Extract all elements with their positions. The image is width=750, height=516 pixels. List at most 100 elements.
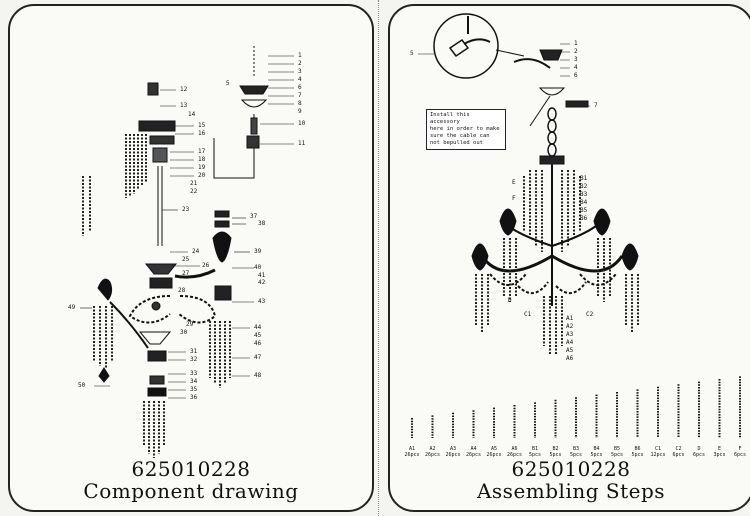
callout-a5: A5 [566, 347, 574, 354]
callout-d: D [508, 297, 512, 304]
part-code: A5 [490, 446, 498, 452]
part-quantity: 5pcs [631, 452, 644, 458]
part-code: B6 [634, 446, 641, 452]
model-code: 625010228 [511, 457, 631, 481]
callout-36: 36 [190, 394, 198, 401]
callout-31: 31 [190, 348, 198, 355]
callout-41: 41 [258, 272, 266, 279]
callout-b6: B6 [580, 215, 588, 222]
callout-24: 24 [192, 248, 200, 255]
part-quantity: 6pcs [733, 452, 747, 458]
callout-47: 47 [254, 354, 262, 361]
callout-4: 4 [298, 76, 302, 83]
part-code: A6 [511, 446, 518, 452]
part-quantity: 26pcs [465, 452, 482, 458]
callout-22: 22 [190, 188, 198, 195]
callout-37: 37 [250, 213, 258, 220]
callout-6: 6 [298, 84, 302, 91]
callout-5: 5 [226, 80, 230, 87]
component-drawing-panel: 1 2 3 4 5 6 7 8 9 10 11 12 13 14 15 16 1… [8, 4, 374, 512]
callout-25: 25 [182, 256, 190, 263]
callout-12: 12 [180, 86, 188, 93]
callout-46: 46 [254, 340, 262, 347]
page-gutter [378, 0, 380, 516]
callout-5: 5 [410, 50, 414, 57]
part-code: B3 [572, 446, 580, 452]
callout-f: F [512, 195, 516, 202]
callout-13: 13 [180, 102, 188, 109]
component-drawing-illustration [80, 46, 294, 458]
callout-a4: A4 [566, 339, 574, 346]
callout-17: 17 [198, 148, 206, 155]
callout-b3: B3 [580, 191, 588, 198]
callout-43: 43 [258, 298, 266, 305]
part-quantity: 6pcs [692, 452, 706, 458]
callout-50: 50 [78, 382, 86, 389]
part-quantity: 5pcs [549, 452, 562, 458]
callout-42: 42 [258, 279, 266, 286]
callout-27: 27 [182, 270, 190, 277]
callout-48: 48 [254, 372, 262, 379]
callout-b2: B2 [580, 183, 588, 190]
callout-30: 30 [180, 329, 188, 336]
callout-1: 1 [298, 52, 302, 59]
callout-11: 11 [298, 140, 306, 147]
callout-40: 40 [254, 264, 262, 271]
callout-32: 32 [190, 356, 198, 363]
callout-23: 23 [182, 206, 190, 213]
callout-21: 21 [190, 180, 198, 187]
part-quantity: 5pcs [528, 452, 542, 458]
callout-10: 10 [298, 120, 306, 127]
part-code: B4 [593, 446, 600, 452]
part-quantity: 12pcs [650, 452, 666, 458]
model-code: 625010228 [131, 457, 251, 481]
callout-4: 4 [574, 64, 578, 71]
callout-38: 38 [258, 220, 266, 227]
callout-a1: A1 [566, 315, 574, 322]
callout-15: 15 [198, 122, 206, 129]
callout-29: 29 [186, 321, 194, 328]
part-quantity: 5pcs [610, 452, 624, 458]
part-code: B1 [531, 446, 539, 452]
part-quantity: 6pcs [672, 452, 685, 458]
callout-3: 3 [298, 68, 302, 75]
panel-title: Assembling Steps [476, 479, 666, 503]
part-code: C2 [675, 446, 682, 452]
callout-c1: C1 [524, 311, 532, 318]
callout-2: 2 [574, 48, 578, 55]
panel-title: Component drawing [83, 479, 299, 503]
callout-19: 19 [198, 164, 206, 171]
part-quantity: 26pcs [404, 452, 420, 458]
callout-2: 2 [298, 60, 302, 67]
callout-45: 45 [254, 332, 262, 339]
callout-16: 16 [198, 130, 206, 137]
callout-b5: B5 [580, 207, 588, 214]
assembling-steps-panel: Install this accessory here in order to … [388, 4, 750, 512]
part-quantity: 26pcs [445, 452, 461, 458]
callout-7: 7 [298, 92, 302, 99]
part-code: A4 [470, 446, 477, 452]
callout-14: 14 [188, 111, 196, 118]
part-code: C1 [654, 446, 662, 452]
callout-a6: A6 [566, 355, 574, 362]
callout-35: 35 [190, 386, 198, 393]
callout-18: 18 [198, 156, 206, 163]
callout-a3: A3 [566, 331, 574, 338]
assembling-steps-illustration [411, 13, 741, 438]
part-code: E [717, 446, 721, 452]
